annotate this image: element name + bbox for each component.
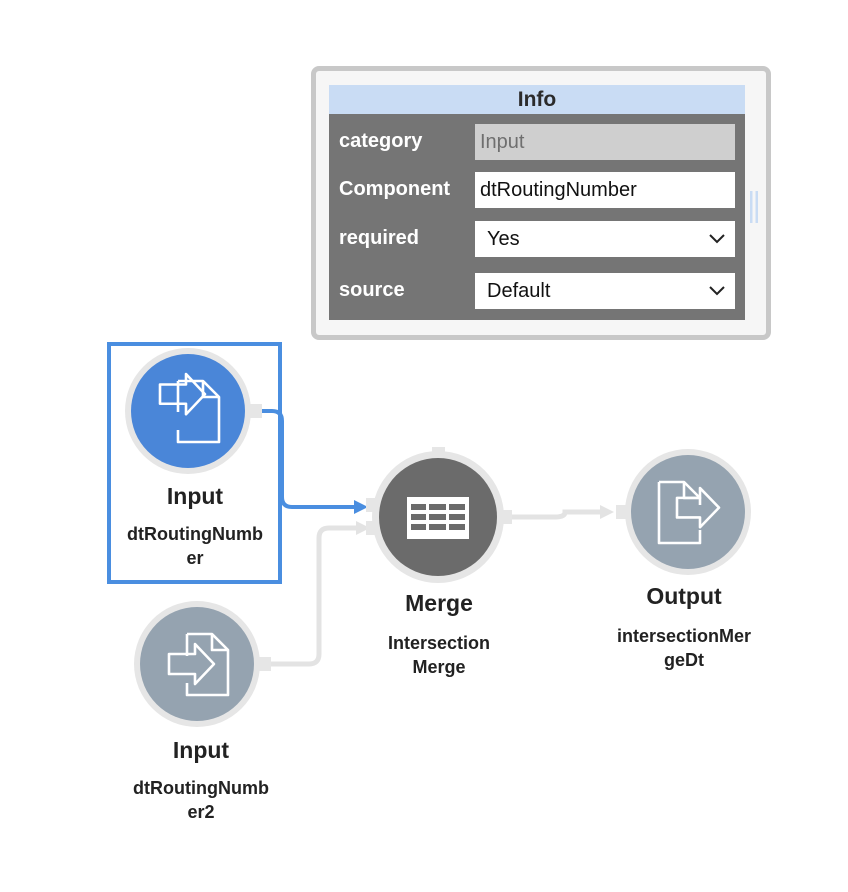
port-out-merge[interactable] bbox=[500, 510, 512, 524]
node-subtitle-line2: er2 bbox=[187, 802, 215, 822]
edge-input2-merge[interactable] bbox=[264, 525, 358, 667]
table-icon bbox=[407, 497, 469, 539]
category-field: Input bbox=[475, 124, 735, 160]
node-subtitle-line2: geDt bbox=[664, 650, 704, 670]
node-subtitle-line2: er bbox=[186, 548, 204, 568]
chevron-down-icon bbox=[709, 286, 725, 296]
info-row-category: category Input bbox=[329, 121, 745, 161]
info-label: Component bbox=[339, 178, 451, 200]
node-subtitle-line1: dtRoutingNumb bbox=[127, 524, 263, 544]
node-subtitle-line2: Merge bbox=[412, 657, 466, 677]
node-subtitle-line1: intersectionMer bbox=[616, 626, 752, 646]
panel-resize-handle[interactable] bbox=[748, 191, 760, 223]
node-subtitle-line1: dtRoutingNumb bbox=[133, 778, 269, 798]
info-table: Info category Input Component dtRoutingN… bbox=[329, 85, 745, 320]
node-merge[interactable] bbox=[366, 447, 512, 583]
node-input-1-label: Input dtRoutingNumb er bbox=[105, 483, 285, 570]
required-select-value: Yes bbox=[487, 228, 520, 250]
node-title: Input bbox=[166, 483, 224, 509]
node-input-2[interactable] bbox=[134, 601, 271, 727]
selection-box bbox=[107, 342, 282, 584]
edge-arrow-output bbox=[600, 505, 614, 519]
file-import-icon bbox=[158, 372, 221, 444]
node-title: Merge bbox=[405, 590, 473, 616]
info-row-source: source Default bbox=[329, 270, 745, 310]
node-output[interactable] bbox=[616, 449, 751, 575]
node-input-2-label: Input dtRoutingNumb er2 bbox=[111, 737, 291, 824]
chevron-down-icon bbox=[709, 234, 725, 244]
info-row-component: Component dtRoutingNumber bbox=[329, 169, 745, 209]
file-export-icon bbox=[657, 480, 721, 545]
node-input-1[interactable] bbox=[125, 348, 262, 474]
port-in-merge-1[interactable] bbox=[366, 498, 378, 512]
info-title: Info bbox=[329, 85, 745, 114]
info-label: source bbox=[339, 279, 405, 301]
node-title: Output bbox=[646, 583, 722, 609]
port-in-merge-2[interactable] bbox=[366, 521, 378, 535]
port-out-input1[interactable] bbox=[250, 404, 262, 418]
component-input[interactable]: dtRoutingNumber bbox=[475, 172, 735, 208]
info-panel[interactable]: Info category Input Component dtRoutingN… bbox=[311, 66, 771, 340]
node-output-label: Output intersectionMer geDt bbox=[594, 583, 774, 672]
edge-merge-output[interactable] bbox=[512, 509, 600, 520]
source-select[interactable]: Default bbox=[475, 273, 735, 309]
info-row-required: required Yes bbox=[329, 218, 745, 258]
info-label: category bbox=[339, 130, 423, 152]
port-out-input2[interactable] bbox=[259, 657, 271, 671]
port-in-output[interactable] bbox=[616, 505, 628, 519]
info-label: required bbox=[339, 227, 420, 249]
file-import-icon bbox=[167, 632, 230, 697]
node-merge-label: Merge Intersection Merge bbox=[349, 590, 529, 679]
required-select[interactable]: Yes bbox=[475, 221, 735, 257]
node-title: Input bbox=[172, 737, 230, 763]
edge-arrow-input1 bbox=[354, 500, 368, 514]
edge-arrow-input2 bbox=[356, 521, 370, 535]
node-subtitle-line1: Intersection bbox=[387, 633, 491, 653]
source-select-value: Default bbox=[487, 280, 551, 302]
